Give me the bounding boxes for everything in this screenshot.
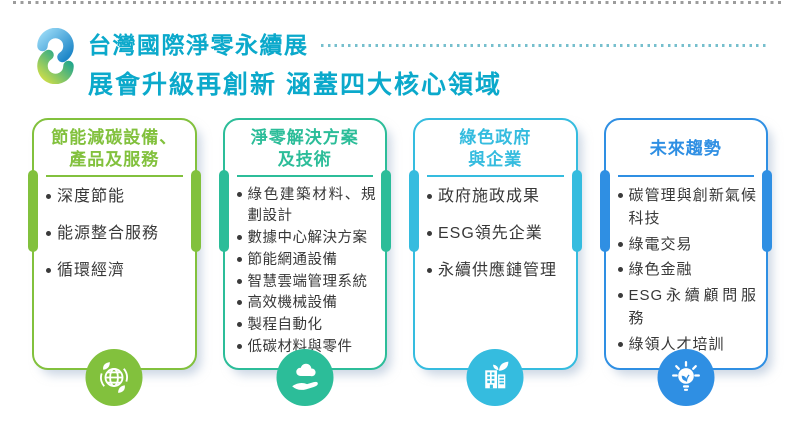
bullet-dot <box>236 278 242 284</box>
side-bar-left <box>599 170 610 252</box>
list-item-label: 低碳材料與零件 <box>247 339 353 356</box>
bullet-dot <box>617 293 623 299</box>
card-title: 淨零解決方案及技術 <box>250 127 359 169</box>
card-item-list: 碳管理與創新氣候科技綠電交易綠色金融 ESG永續顧問服務綠領人才培訓 <box>606 185 767 357</box>
header-text: 台灣國際淨零永續展 展會升級再創新 涵蓋四大核心領域 <box>88 26 770 101</box>
side-bar-right <box>762 170 772 252</box>
list-item: 永續供應鏈管理 <box>427 259 567 283</box>
core-area-card: 綠色政府與企業 政府施政成果 ESG領先企業永續供應鏈管理 <box>409 118 582 406</box>
green-building-icon <box>466 349 524 406</box>
page-subtitle: 展會升級再創新 涵蓋四大核心領域 <box>88 71 502 99</box>
bullet-dot <box>236 300 242 306</box>
list-item-label: 政府施政成果 <box>438 188 541 205</box>
list-item: 綠色建築材料、規劃設計 <box>236 185 377 227</box>
bullet-dot <box>427 194 432 199</box>
bullet-dot <box>617 241 623 247</box>
list-item-label: 高效機械設備 <box>247 295 338 312</box>
card-title: 節能減碳設備、產品及服務 <box>51 127 178 169</box>
list-item-label: 永續供應鏈管理 <box>438 262 558 279</box>
list-item-label: ESG領先企業 <box>438 225 543 242</box>
list-item: 製程自動化 <box>236 315 377 336</box>
side-bar-right <box>571 170 582 252</box>
hand-cloud-icon <box>276 349 334 406</box>
list-item-label: 節能網通設備 <box>247 251 338 268</box>
side-bar-left <box>218 170 229 252</box>
card-title: 未來趨勢 <box>649 138 722 158</box>
card-item-list: 綠色建築材料、規劃設計數據中心解決方案節能網通設備智慧雲端管理系統高效機械設備製… <box>225 185 386 358</box>
core-area-cards: 節能減碳設備、產品及服務 深度節能能源整合服務循環經濟 淨零解決方案及技術 綠色… <box>28 118 772 406</box>
eco-bulb-icon <box>657 349 715 406</box>
card-item-list: 政府施政成果 ESG領先企業永續供應鏈管理 <box>415 185 576 283</box>
list-item-label: 數據中心解決方案 <box>247 229 368 246</box>
bullet-dot <box>427 231 432 236</box>
list-item-label: 綠色金融 <box>628 261 693 279</box>
title-separator <box>617 175 754 177</box>
list-item: 綠領人才培訓 <box>617 334 758 357</box>
side-bar-left <box>409 170 419 252</box>
title-separator <box>427 175 564 177</box>
list-item: 綠電交易 <box>617 234 758 257</box>
title-row: 台灣國際淨零永續展 <box>88 26 770 60</box>
bullet-dot <box>46 231 51 236</box>
core-area-card: 節能減碳設備、產品及服務 深度節能能源整合服務循環經濟 <box>28 118 201 406</box>
bullet-dot <box>427 268 432 273</box>
list-item: 數據中心解決方案 <box>236 228 377 249</box>
list-item-label: 智慧雲端管理系統 <box>247 273 368 290</box>
title-separator <box>46 175 183 177</box>
net-zero-logo-icon <box>37 28 74 84</box>
list-item-label: 綠領人才培訓 <box>628 335 725 353</box>
list-item: 智慧雲端管理系統 <box>236 272 377 293</box>
list-item-label: 製程自動化 <box>247 317 323 334</box>
title-separator <box>236 175 373 177</box>
title-leader-dots <box>320 43 770 47</box>
list-item-label: 循環經濟 <box>57 262 126 279</box>
list-item-label: 碳管理與創新氣候科技 <box>628 187 757 227</box>
header: 台灣國際淨零永續展 展會升級再創新 涵蓋四大核心領域 <box>32 26 770 101</box>
list-item: 節能網通設備 <box>236 250 377 271</box>
list-item: 政府施政成果 <box>427 185 567 209</box>
list-item: 循環經濟 <box>46 259 186 283</box>
top-dotted-border <box>13 1 785 4</box>
bullet-dot <box>617 267 623 273</box>
list-item-label: 綠色建築材料、規劃設計 <box>247 187 376 224</box>
card-item-list: 深度節能能源整合服務循環經濟 <box>34 185 195 283</box>
bullet-dot <box>617 193 623 198</box>
page-title: 台灣國際淨零永續展 <box>88 32 309 58</box>
list-item: 能源整合服務 <box>46 222 186 246</box>
core-area-card: 淨零解決方案及技術 綠色建築材料、規劃設計數據中心解決方案節能網通設備智慧雲端管… <box>218 118 391 406</box>
list-item: ESG永續顧問服務 <box>617 285 758 331</box>
side-bar-right <box>190 170 201 252</box>
bullet-dot <box>617 341 623 347</box>
list-item: 碳管理與創新氣候科技 <box>617 185 758 231</box>
list-item: 高效機械設備 <box>236 293 377 314</box>
list-item-label: 深度節能 <box>57 188 126 205</box>
side-bar-right <box>381 170 391 252</box>
list-item: 深度節能 <box>46 185 186 209</box>
bullet-dot <box>236 192 242 197</box>
list-item: 低碳材料與零件 <box>236 337 377 358</box>
list-item-label: 綠電交易 <box>628 235 693 253</box>
list-item-label: ESG永續顧問服務 <box>628 287 757 327</box>
bullet-dot <box>46 268 51 273</box>
list-item-label: 能源整合服務 <box>57 225 160 242</box>
side-bar-left <box>28 170 38 252</box>
card-title: 綠色政府與企業 <box>459 127 532 169</box>
bullet-dot <box>236 344 242 350</box>
list-item: ESG領先企業 <box>427 222 567 246</box>
bullet-dot <box>236 234 242 240</box>
core-area-card: 未來趨勢 碳管理與創新氣候科技綠電交易綠色金融 ESG永續顧問服務綠領人才培訓 <box>599 118 772 406</box>
list-item: 綠色金融 <box>617 259 758 282</box>
bullet-dot <box>236 256 242 262</box>
bullet-dot <box>46 194 51 199</box>
bullet-dot <box>236 322 242 328</box>
globe-leaf-icon <box>85 349 143 406</box>
